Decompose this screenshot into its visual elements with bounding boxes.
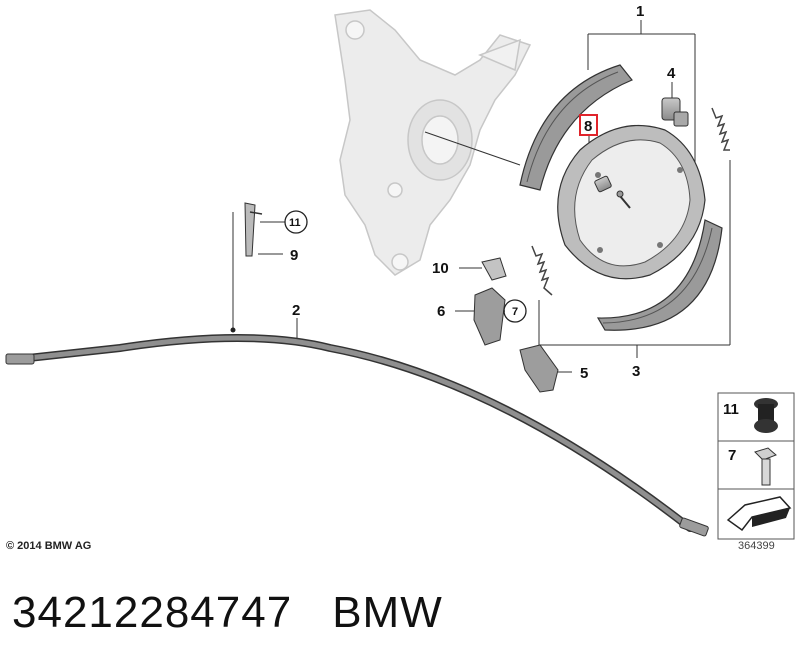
callout-11: 11	[289, 217, 301, 229]
brake-backing-plate	[557, 124, 706, 280]
adjuster-part	[661, 97, 689, 127]
callout-11-circle	[284, 210, 308, 234]
wheel-carrier-illustration	[334, 9, 532, 276]
cable-bracket	[230, 202, 263, 333]
lever-part	[519, 344, 559, 393]
callout-4: 4	[667, 65, 676, 82]
brake-shoe-lower	[596, 219, 723, 331]
parking-brake-cable	[5, 334, 709, 537]
parts-diagram: 1 4 8 11 9 10 6 7 2 5 3 11 7	[5, 3, 795, 540]
diagram-reference-number: 364399	[738, 540, 775, 552]
callout-7-circle	[503, 299, 527, 323]
callout-5: 5	[580, 365, 588, 382]
callout-6: 6	[437, 303, 445, 320]
part-number: 34212284747	[12, 588, 293, 637]
callout-10: 10	[432, 260, 449, 277]
callout-7: 7	[512, 306, 518, 318]
callout-8-highlight	[579, 114, 598, 136]
footer: 34212284747 BMW	[12, 588, 443, 638]
expander-part	[473, 287, 506, 346]
callout-9: 9	[290, 247, 298, 264]
legend-box: 11 7	[717, 392, 795, 540]
callout-2: 2	[292, 302, 300, 319]
bolt-icon	[754, 447, 777, 486]
copyright-notice: © 2014 BMW AG	[6, 540, 92, 552]
mounting-direction-icon	[726, 496, 792, 532]
pin-bolts	[594, 175, 631, 209]
return-spring-right	[711, 107, 730, 151]
callout-8: 8	[584, 118, 592, 135]
return-spring-left	[531, 245, 553, 296]
clip-part	[481, 257, 507, 281]
legend-item-11-label: 11	[723, 401, 739, 418]
brand-name: BMW	[332, 588, 443, 637]
callout-3: 3	[632, 363, 640, 380]
legend-item-7-label: 7	[728, 447, 736, 464]
callout-1: 1	[636, 3, 644, 20]
brake-shoe-upper	[519, 64, 633, 191]
grommet-icon	[754, 398, 778, 433]
